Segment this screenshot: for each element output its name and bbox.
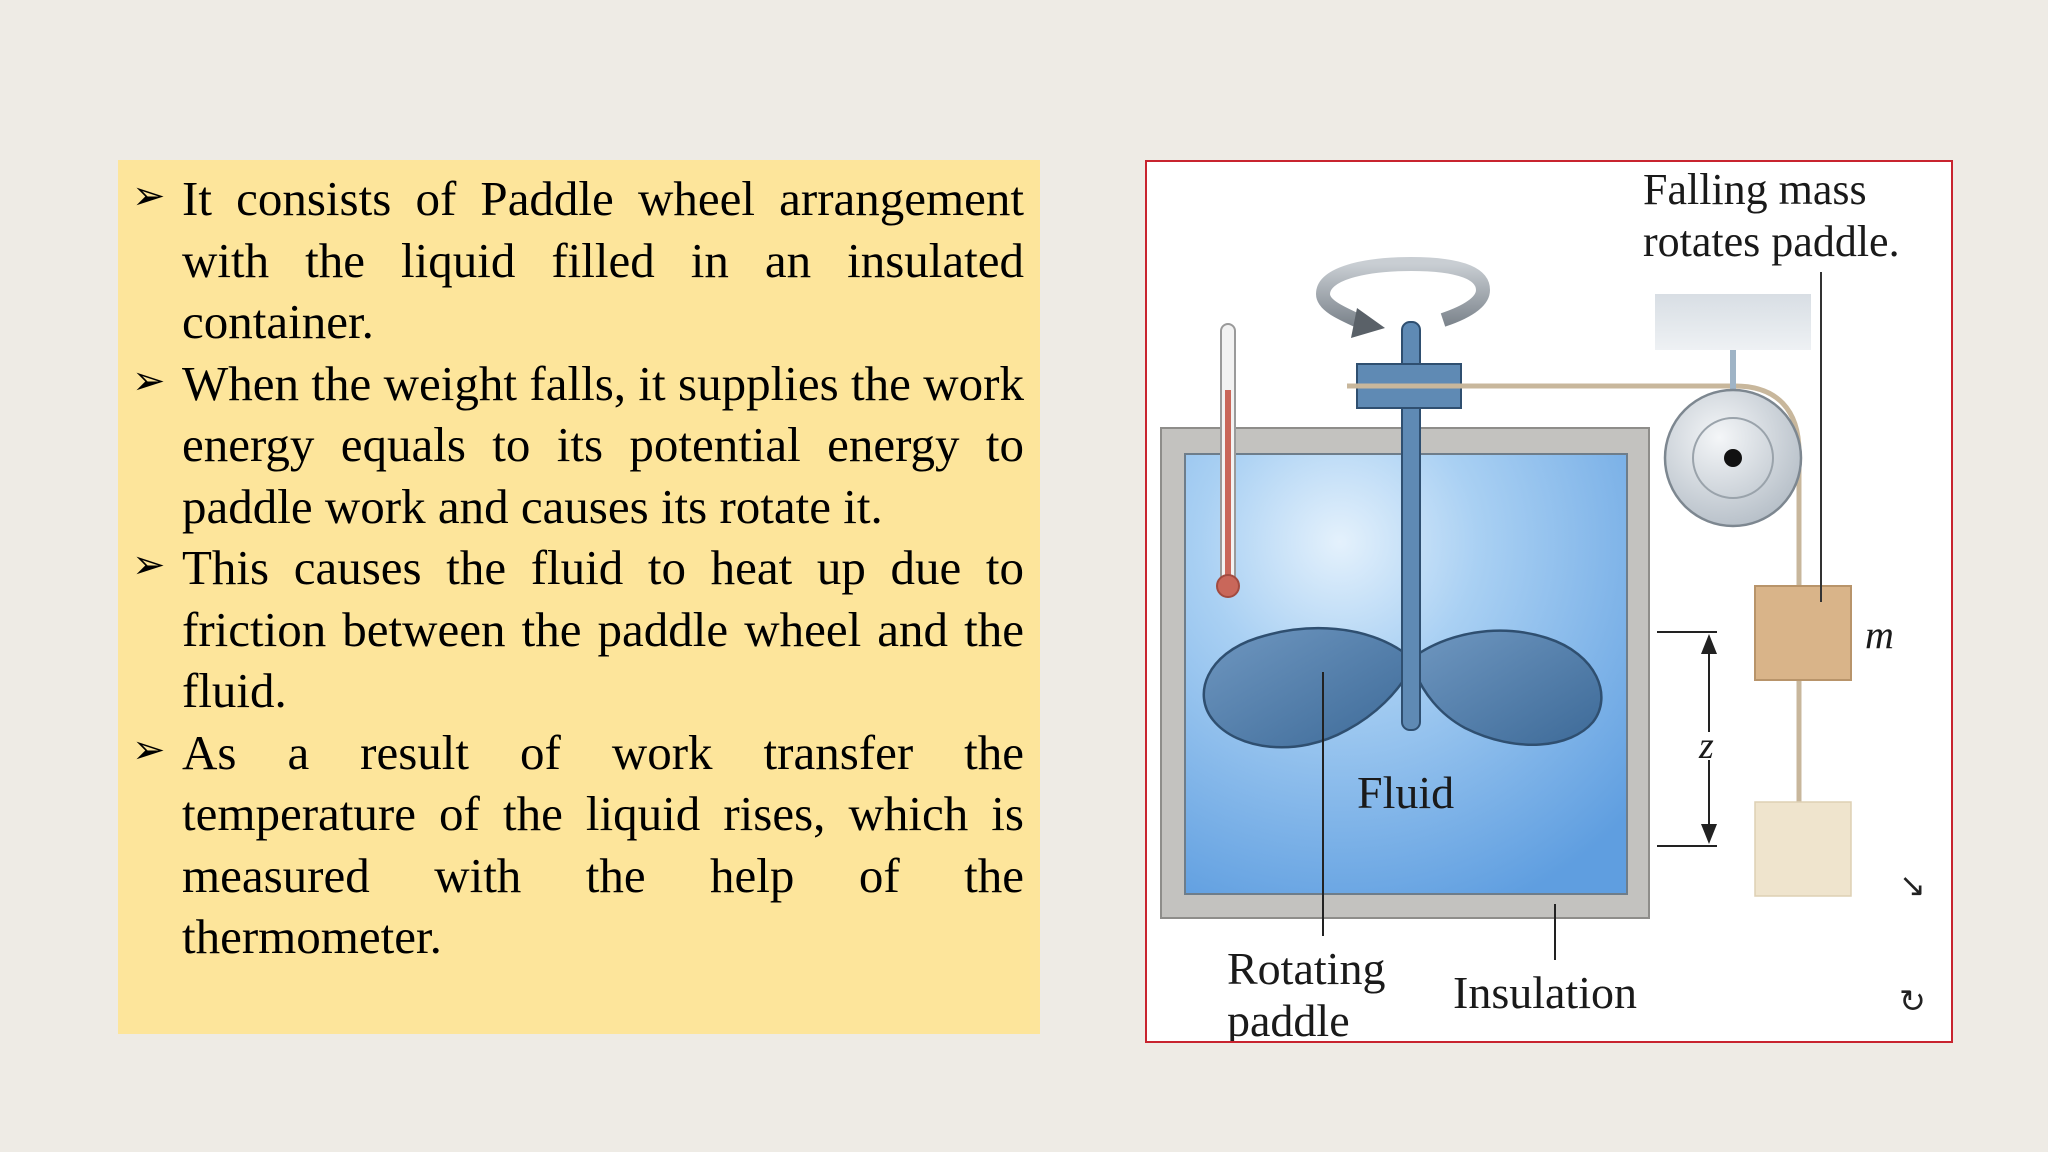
mass-label: m: [1865, 612, 1894, 657]
paddle-label-line-2: paddle: [1227, 995, 1350, 1043]
paddle-shaft: [1401, 321, 1421, 731]
pulley-support: [1655, 294, 1811, 350]
falling-mass: [1754, 585, 1852, 681]
bullet-text: It consists of Paddle wheel arrangement …: [182, 171, 1024, 349]
description-text-box: ➢ It consists of Paddle wheel arrangemen…: [118, 160, 1040, 1034]
rotating-paddle-blades: [1202, 626, 1603, 749]
arrow-bullet-icon: ➢: [132, 726, 166, 773]
expand-icon[interactable]: ↘: [1899, 866, 1926, 904]
paddle-label-line-1: Rotating: [1227, 943, 1385, 994]
caption-line-2: rotates paddle.: [1643, 217, 1900, 266]
paddle-wheel-diagram: Falling mass rotates paddle. Fluid m z R…: [1145, 160, 1953, 1043]
fluid-label: Fluid: [1357, 767, 1454, 818]
bullet-item: ➢ This causes the fluid to heat up due t…: [132, 537, 1024, 722]
insulation-label: Insulation: [1453, 967, 1637, 1018]
rotation-arrow-icon: [1315, 256, 1491, 338]
pulley-icon: [1663, 388, 1803, 528]
height-label: z: [1698, 725, 1714, 767]
arrow-bullet-icon: ➢: [132, 173, 166, 219]
lower-mass-position: [1754, 801, 1852, 897]
diagram-svg: Falling mass rotates paddle. Fluid m z R…: [1160, 165, 1926, 1043]
height-dimension: [1657, 631, 1717, 847]
thermometer-icon: [1216, 323, 1240, 598]
arrow-bullet-icon: ➢: [132, 542, 166, 588]
bullet-item: ➢ When the weight falls, it supplies the…: [132, 353, 1024, 538]
bullet-text: As a result of work transfer the tempera…: [182, 724, 1024, 965]
bullet-item: ➢ It consists of Paddle wheel arrangemen…: [132, 168, 1024, 353]
bullet-text: When the weight falls, it supplies the w…: [182, 355, 1024, 534]
rotate-icon[interactable]: ↻: [1899, 982, 1926, 1020]
bullet-item: ➢ As a result of work transfer the tempe…: [132, 722, 1024, 968]
arrow-bullet-icon: ➢: [132, 357, 166, 404]
bullet-text: This causes the fluid to heat up due to …: [182, 540, 1024, 718]
caption-line-1: Falling mass: [1643, 165, 1867, 214]
